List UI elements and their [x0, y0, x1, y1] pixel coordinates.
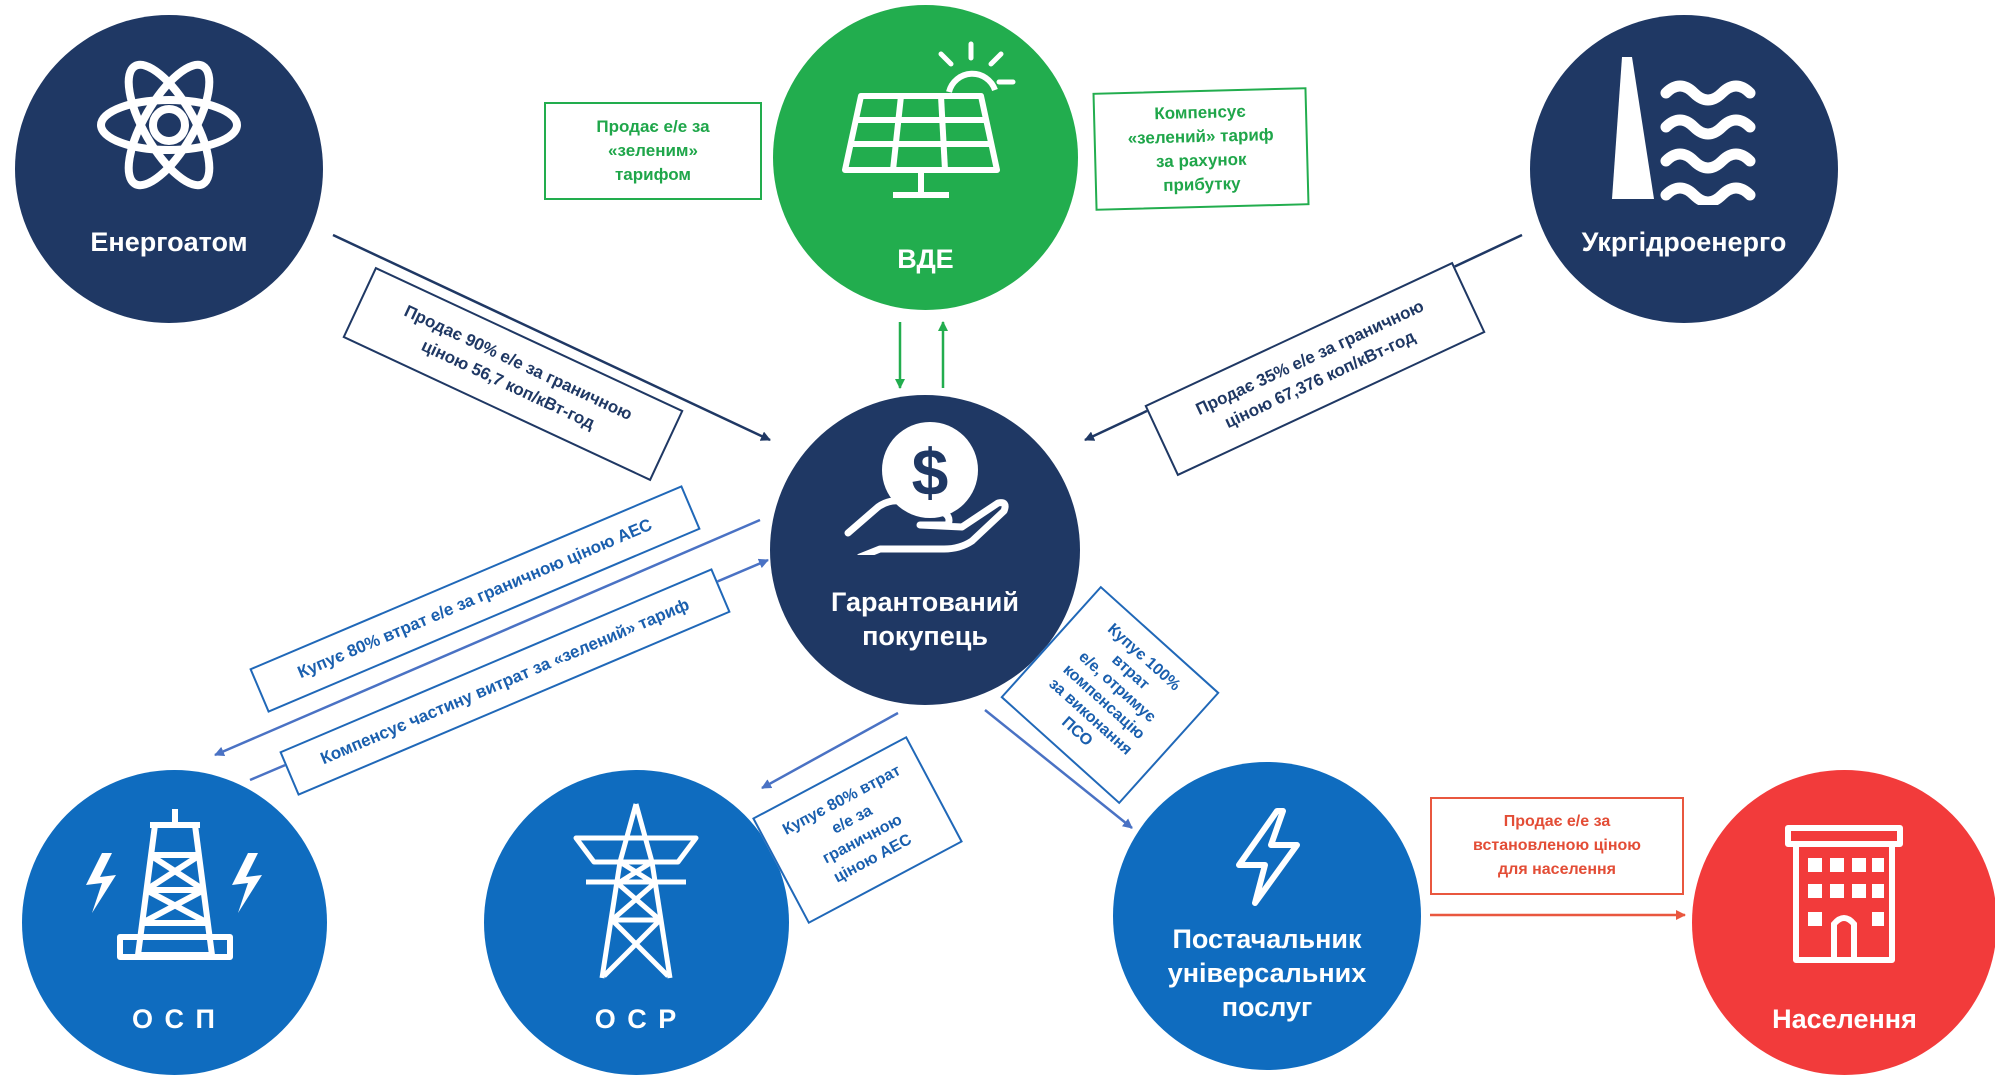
vde-node: ВДЕ — [773, 5, 1078, 310]
arrow-buyer-to-supplier — [984, 709, 1133, 829]
solar-panel-icon — [831, 40, 1031, 200]
osp-label: О С П — [132, 1004, 217, 1034]
vde-label: ВДЕ — [897, 244, 954, 274]
label-line: прибутку — [1163, 173, 1241, 195]
energoatom-node: Енергоатом — [15, 15, 323, 323]
guaranteed-buyer-node: $ Гарантований покупець — [770, 395, 1080, 705]
transmission-tower-icon — [80, 805, 270, 965]
label-line: Продає е/е за — [596, 117, 710, 136]
supplier-label-line-3: послуг — [1221, 992, 1313, 1022]
label-line: Продає е/е за — [1503, 813, 1611, 830]
supplier-node: Постачальник універсальних послуг — [1113, 762, 1421, 1070]
guaranteed-buyer-label-line-2: покупець — [862, 621, 988, 651]
arrow-energoatom-to-buyer — [332, 233, 771, 442]
label-sells-to-population: Продає е/е за встановленою ціною для нас… — [1430, 797, 1684, 895]
population-label: Населення — [1772, 1004, 1917, 1034]
arrow-buyer-to-osp — [214, 518, 761, 757]
atom-icon — [94, 50, 244, 200]
svg-text:$: $ — [912, 435, 949, 509]
energoatom-label: Енергоатом — [90, 227, 248, 257]
power-pylon-icon — [566, 800, 706, 980]
osr-node: О С Р — [484, 770, 789, 1075]
guaranteed-buyer-label-line-1: Гарантований — [831, 587, 1019, 617]
supplier-label-line-1: Постачальник — [1172, 924, 1362, 954]
supplier-label-line-2: універсальних — [1167, 958, 1367, 988]
osr-label: О С Р — [594, 1004, 679, 1034]
money-hand-icon: $ — [840, 415, 1010, 555]
label-line: встановленою ціною — [1473, 837, 1641, 854]
ukrhydro-node: Укргідроенерго — [1530, 15, 1838, 323]
population-node: Населення — [1692, 770, 1995, 1075]
hydro-dam-icon — [1608, 55, 1758, 205]
ukrhydro-label: Укргідроенерго — [1581, 227, 1787, 257]
label-line: «зеленим» — [608, 141, 698, 160]
label-line: тарифом — [614, 165, 691, 184]
lightning-icon — [1227, 807, 1307, 907]
label-compensates-green-tariff: Компенсує «зелений» тариф за рахунок при… — [1092, 87, 1310, 211]
apartment-building-icon — [1784, 824, 1904, 964]
osp-node: О С П — [22, 770, 327, 1075]
label-vde-sells: Продає е/е за «зеленим» тарифом — [544, 102, 762, 200]
label-line: «зелений» тариф — [1127, 125, 1274, 148]
supplier-label: Постачальник універсальних послуг — [1113, 922, 1421, 1024]
label-line: для населення — [1498, 861, 1616, 878]
guaranteed-buyer-label: Гарантований покупець — [770, 585, 1080, 653]
arrow-buyer-to-osr — [761, 711, 899, 790]
